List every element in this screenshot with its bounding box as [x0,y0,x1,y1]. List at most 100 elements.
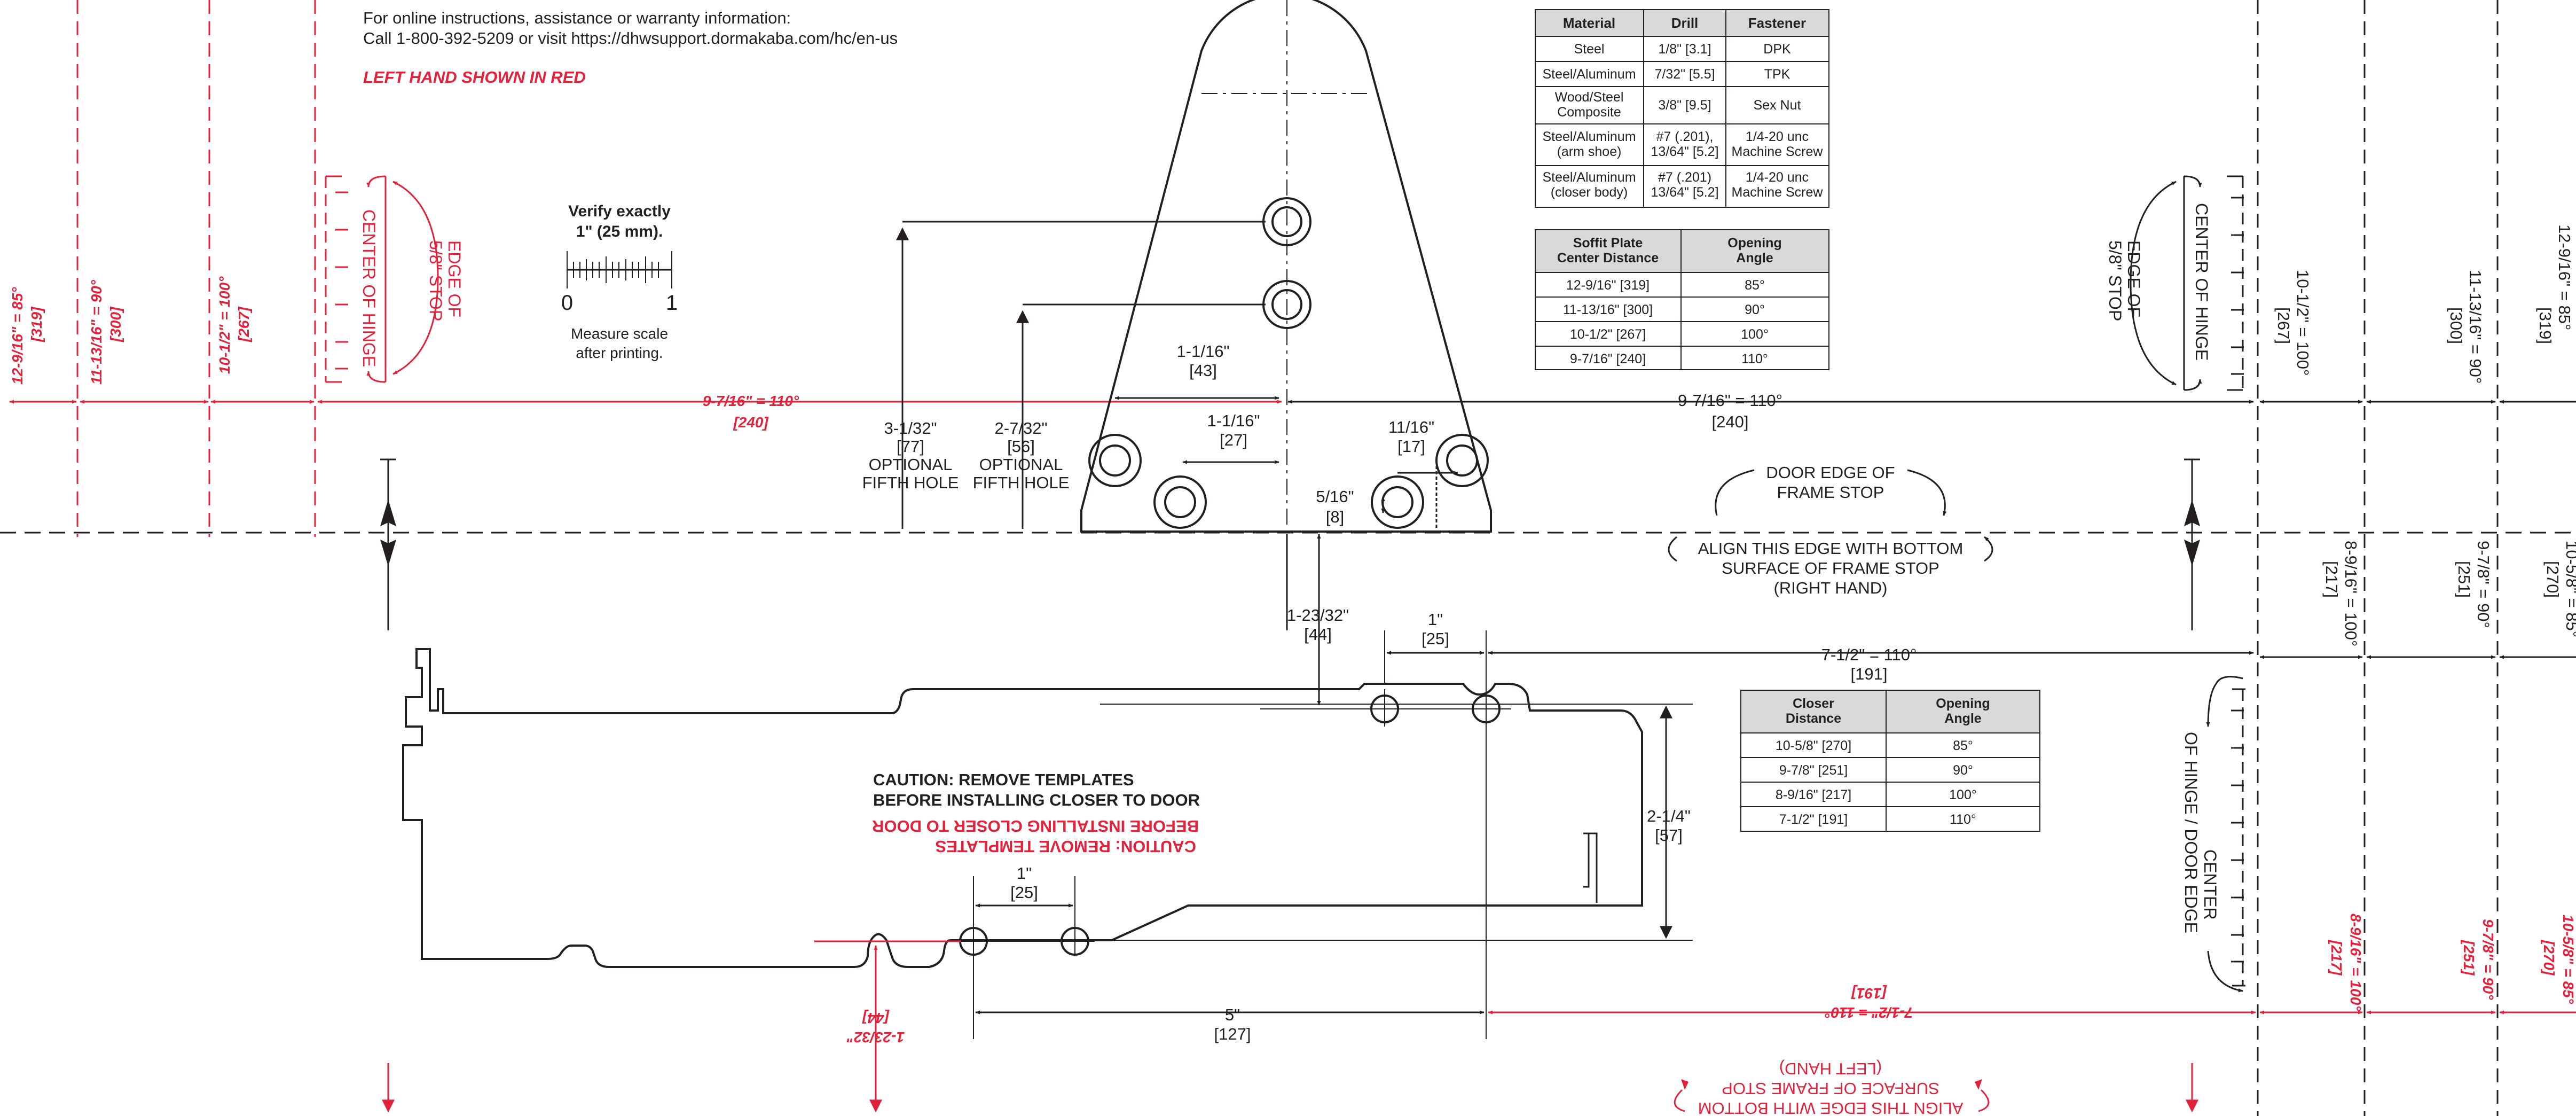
print-scale: Verify exactly 1" (25 mm). 0 1 Measure s… [561,202,678,361]
fastener-cell: Steel [1574,42,1605,57]
dim-56-mm: [56] [1007,437,1035,456]
red-dim-r-251-mm: [251] [2461,940,2477,976]
cell-line: 13/64" [5.2] [1651,144,1718,159]
cell-line: Soffit Plate [1573,236,1643,251]
dim-optional-2: OPTIONAL [979,455,1063,474]
scale-note-1: Measure scale [571,325,668,342]
dim-25-top: [25] [1421,629,1449,648]
dim-25-bottom: [25] [1010,883,1038,902]
cell-line: (closer body) [1551,185,1628,200]
cell-line: 1/4-20 unc [1746,129,1809,144]
red-dim-r-217-mm: [217] [2328,940,2345,976]
soffit-cell: 100° [1741,327,1769,342]
scale-title-1: Verify exactly [568,202,671,220]
dim-43-mm: [43] [1189,361,1217,380]
red-dim-44-mm: [44] [861,1010,889,1026]
soffit-cell: 12-9/16" [319] [1566,278,1650,293]
dim-r-90-in: 11-13/16" = 90° [2466,270,2485,384]
right-black-reference-lines [2257,0,2499,1116]
closer-cell: 85° [1953,738,1973,753]
red-dim-r-90-in: 9-7/8" = 90° [2480,919,2496,1000]
right-lower-hinge-symbol [2206,676,2245,993]
soffit-cell: 9-7/16" [240] [1570,352,1646,366]
cell-line: Steel/Aluminum [1542,170,1636,185]
dim-r-300-mm: [300] [2447,307,2465,344]
cell-line: Angle [1736,251,1773,266]
fastener-cell: #7 (.201)13/64" [5.2] [1651,170,1718,200]
red-align-left-hand: (LEFT HAND) [1779,1059,1882,1078]
fastener-col-drill: Drill [1671,15,1699,31]
dim-8-mm: [8] [1326,508,1344,526]
red-dim-100-mm: [267] [235,306,252,342]
dim-optional-1: OPTIONAL [869,455,953,474]
closer-cell: 8-9/16" [217] [1776,787,1851,802]
red-align-1: ALIGN THIS EDGE WITH BOTTOM [1698,1099,1964,1116]
dim-r2-100-in: 8-9/16" = 100° [2342,541,2360,646]
closer-cell: 100° [1949,787,1977,802]
dim-5in: 5" [1225,1005,1240,1024]
scale-note-2: after printing. [576,345,663,361]
align-note-arrows [1668,537,1993,562]
bottom-red-align-note: (LEFT HAND) SURFACE OF FRAME STOP ALIGN … [1674,1059,1990,1116]
dim-44-mm: [44] [1304,625,1332,644]
red-dim-712-110-in: 7-1/2" = 110° [1825,1004,1913,1021]
fastener-col-fastener: Fastener [1748,15,1806,31]
dim-r-85-in: 12-9/16" = 85° [2555,224,2574,330]
red-dim-90-mm: [300] [107,306,124,342]
closer-cell: 7-1/2" [191] [1779,812,1848,827]
dim-1in-bottom: 1" [1017,864,1032,883]
fastener-cell: Sex Nut [1754,98,1801,113]
red-align-2: SURFACE OF FRAME STOP [1722,1079,1939,1098]
scale-one: 1 [666,291,678,315]
red-dim-100-in: 10-1/2" = 100° [216,276,233,374]
closer-cell: 110° [1950,812,1976,827]
soffit-dimension-lines [896,221,2254,706]
closer-dimension-text: 1" [25] 7-1/2" = 110° [191] 2-1/4" [57] … [1010,610,1917,1043]
fastener-table: Material Drill Fastener Steel 1/8" [3.1]… [1535,9,1829,208]
caution-line-1-mirrored: CAUTION: REMOVE TEMPLATES [935,837,1196,856]
dim-57-mm: [57] [1655,826,1683,845]
align-note-1: ALIGN THIS EDGE WITH BOTTOM [1698,539,1964,558]
scale-zero: 0 [561,291,573,315]
dim-712-110-in: 7-1/2" = 110° [1821,645,1917,664]
fastener-cell: TPK [1764,67,1790,82]
door-edge-arrows [1715,469,1945,516]
dim-1116-in: 1-1/16" [1207,411,1260,430]
fastener-cell: Steel/Aluminum [1542,67,1636,82]
dim-fifth-hole-2: FIFTH HOLE [973,473,1070,492]
red-dim-90-in: 11-13/16" = 90° [88,279,105,385]
fastener-cell: DPK [1763,42,1791,57]
cell-line: Machine Screw [1732,144,1824,159]
cell-line: #7 (.201) [1658,170,1711,185]
closer-cell: 9-7/8" [251] [1779,763,1848,778]
dim-191-mm: [191] [1851,665,1888,683]
dim-11-16-in: 11/16" [1388,418,1434,436]
red-dim-r-270-mm: [270] [2541,940,2557,976]
info-line-1: For online instructions, assistance or w… [363,9,791,27]
red-dim-191-mm: [191] [1851,985,1887,1002]
soffit-plate [1080,0,1492,533]
soffit-cell: 10-1/2" [267] [1570,327,1646,342]
cell-line: Opening [1727,236,1781,251]
fastener-col-material: Material [1563,15,1615,31]
dim-r-267-mm: [267] [2274,307,2293,344]
dim-r2-251-mm: [251] [2455,561,2473,598]
left-hand-note: LEFT HAND SHOWN IN RED [363,68,586,87]
door-edge-label-1: DOOR EDGE OF [1766,463,1895,482]
bottom-red-labels: 1-23/32" [44] 7-1/2" = 110° [191] 8-9/16… [846,914,2576,1045]
red-dim-r-85-in: 10-5/8" = 85° [2560,915,2576,1004]
cell-line: Composite [1557,105,1621,120]
align-note-2: SURFACE OF FRAME STOP [1722,559,1939,577]
left-hinge-symbol [325,175,439,383]
dim-17-mm: [17] [1397,437,1425,456]
soffit-dimension-text: 3-1/32" [77] OPTIONAL FIFTH HOLE 2-7/32"… [862,342,1782,644]
right-hinge-symbol [2130,175,2244,391]
closer-centerlines [951,630,1693,1039]
